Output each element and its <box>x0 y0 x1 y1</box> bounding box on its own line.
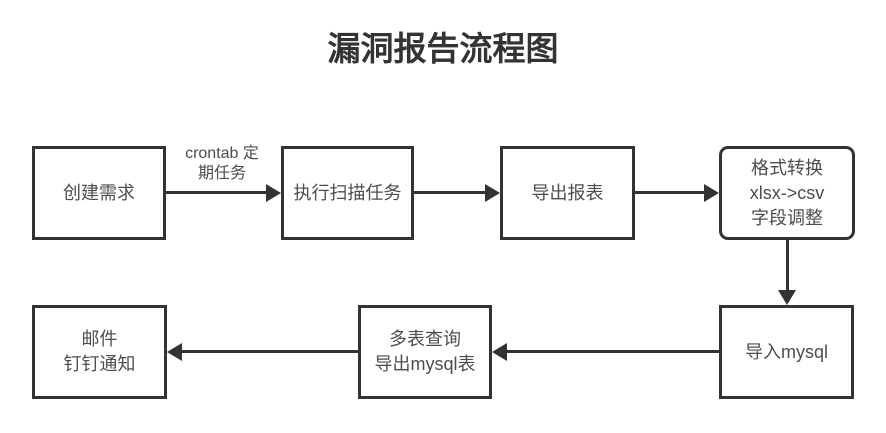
arrow-scan-to-export-head-icon <box>485 184 500 202</box>
node-create-requirement: 创建需求 <box>32 146 166 240</box>
page-title: 漏洞报告流程图 <box>327 30 559 67</box>
node-notify: 邮件 钉钉通知 <box>32 305 167 399</box>
arrow-import-to-query-head-icon <box>492 343 507 361</box>
arrow-export-to-convert-head-icon <box>704 184 719 202</box>
arrow-query-to-notify-line <box>180 350 358 353</box>
node-label: 导出mysql表 <box>374 354 476 374</box>
node-label: 导出报表 <box>531 182 604 203</box>
arrow-export-to-convert-line <box>635 191 706 194</box>
arrow-convert-to-import-head-icon <box>778 290 796 305</box>
node-format-convert: 格式转换 xlsx->csv 字段调整 <box>719 146 855 240</box>
node-label: 创建需求 <box>63 182 135 203</box>
node-multi-table-query: 多表查询 导出mysql表 <box>358 305 492 399</box>
arrow-convert-to-import-line <box>786 240 789 292</box>
arrow-import-to-query-line <box>505 350 719 353</box>
node-label: 字段调整 <box>751 207 823 228</box>
node-label: 导入mysql <box>744 341 828 362</box>
node-import-mysql: 导入mysql <box>719 305 854 399</box>
node-run-scan-task: 执行扫描任务 <box>281 146 414 240</box>
node-label: 邮件 <box>81 329 118 349</box>
edge-label-line: crontab <box>185 145 239 162</box>
node-label: xlsx->csv <box>749 182 825 203</box>
edge-label-crontab: crontab 定期任务 <box>185 144 259 184</box>
node-export-report: 导出报表 <box>500 146 635 240</box>
arrow-create-to-scan-head-icon <box>266 184 281 202</box>
node-label: 执行扫描任务 <box>293 182 402 203</box>
edge-label-line: 定期任务 <box>197 145 259 182</box>
arrow-scan-to-export-line <box>413 191 487 194</box>
node-label: 钉钉通知 <box>63 354 136 374</box>
node-label: 多表查询 <box>389 329 461 349</box>
arrow-create-to-scan-line <box>166 191 268 194</box>
arrow-query-to-notify-head-icon <box>167 343 182 361</box>
node-label: 格式转换 <box>751 157 823 178</box>
